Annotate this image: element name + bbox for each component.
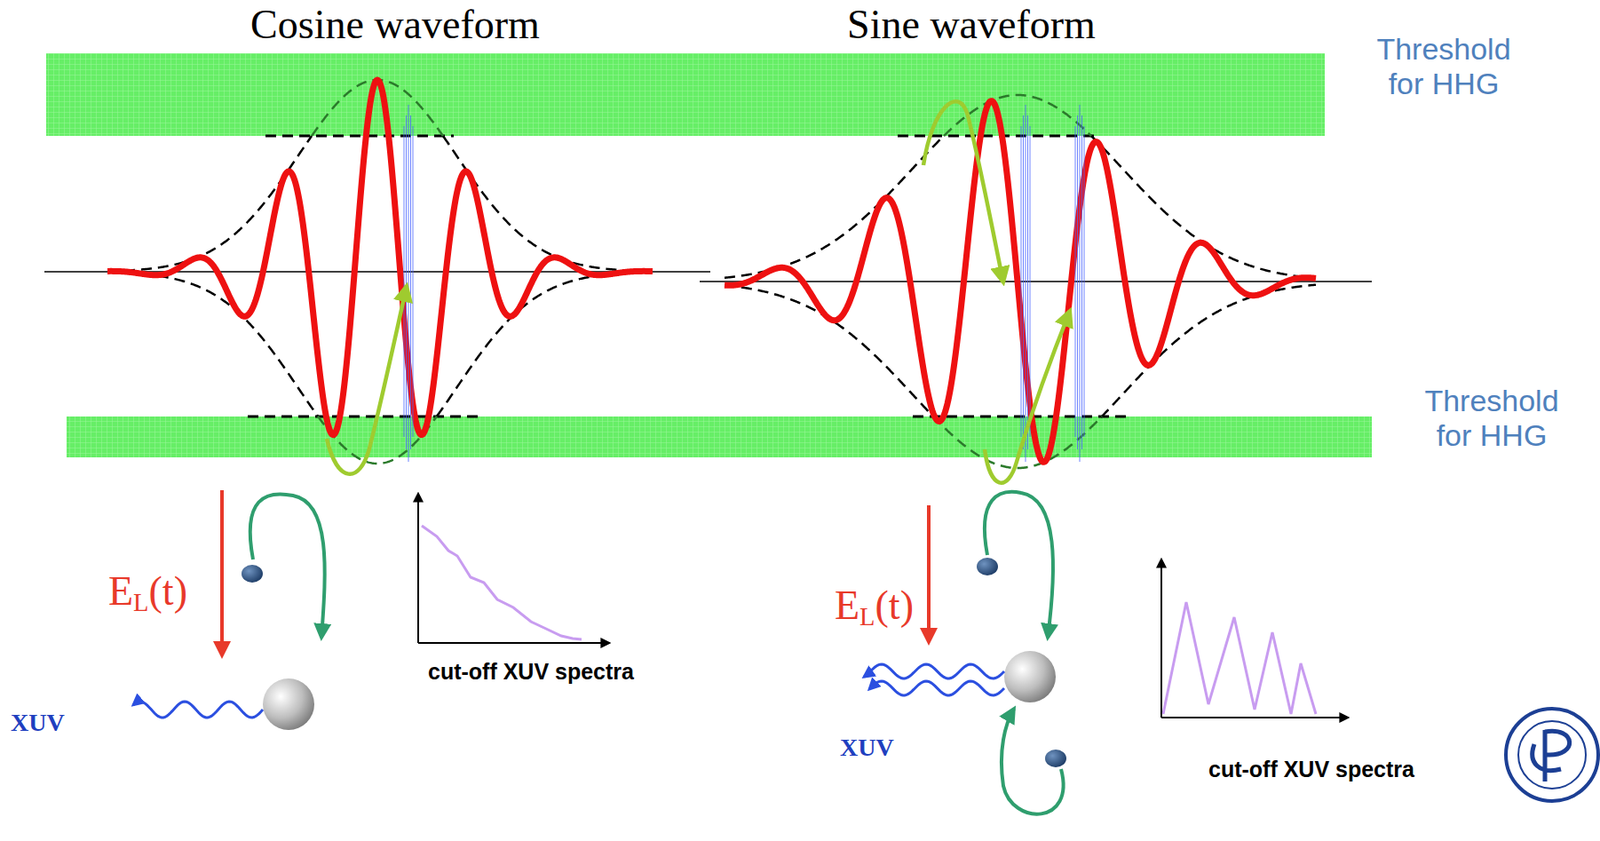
pulse-envelope [311,79,444,136]
xuv-emission [863,664,1005,679]
institute-logo [1505,708,1599,801]
attosecond-burst [408,104,410,462]
electron [976,557,999,576]
logo-ring [1518,720,1586,789]
xuv-emission [869,681,1005,696]
attosecond-burst [1081,115,1083,450]
pulse-envelope [724,134,1316,278]
xuv-label: XUV [839,733,895,762]
xuv-emission [133,701,263,718]
attosecond-burst [1029,126,1031,437]
xuv-label: XUV [10,708,65,737]
recollision-arrow [984,310,1070,484]
attosecond-burst [1077,115,1078,450]
threshold-marker [247,415,480,419]
attosecond-burst [410,115,412,450]
attosecond-burst [1079,104,1081,462]
threshold-marker [247,135,1128,417]
spectrum-caption: cut-off XUV spectra [1200,756,1423,783]
laser-field [107,79,653,436]
recollision-arrow [923,101,1004,283]
field-label: EL(t) [108,568,188,616]
attosecond-burst [1021,126,1022,437]
recollision-arrow [326,285,407,475]
pulse-envelope [107,272,653,417]
spectrum-axis [1160,559,1163,718]
electron [1045,749,1067,768]
electron [241,564,263,583]
field-label: EL(t) [834,582,914,630]
threshold-band [46,53,1325,136]
spectrum-caption: cut-off XUV spectra [419,658,642,685]
atom [262,678,315,730]
field-arrow [220,490,224,656]
spectrum-axis [1161,716,1348,719]
panel-title: Cosine waveform [250,1,540,49]
waveform-group [107,79,1316,484]
attosecond-burst [1027,115,1029,450]
spectrum-curve [421,525,582,640]
threshold-label: Threshold for HHG [1402,383,1581,453]
pulse-envelope [107,135,653,271]
attosecond-burst [412,126,414,437]
spectrum-axis [417,493,420,643]
panel-title: Sine waveform [847,1,1096,49]
threshold-marker [265,134,454,138]
laser-field [724,101,1316,463]
attosecond-burst [1022,115,1024,450]
threshold-marker [897,134,1097,138]
attosecond-burst [405,115,407,450]
logo-ring [1505,708,1599,801]
field-arrow [926,505,931,642]
attosecond-burst [403,126,405,437]
logo-mark [1532,729,1570,782]
attosecond-burst [1025,104,1027,462]
atom [1004,650,1056,703]
threshold-label: Threshold for HHG [1354,31,1533,102]
spectrum-curve [1163,601,1316,714]
threshold-band [66,416,1372,458]
attosecond-burst [1075,126,1077,437]
attosecond-burst [1084,126,1086,437]
spectrum-axis [418,641,610,644]
electron-trajectory [250,493,325,638]
